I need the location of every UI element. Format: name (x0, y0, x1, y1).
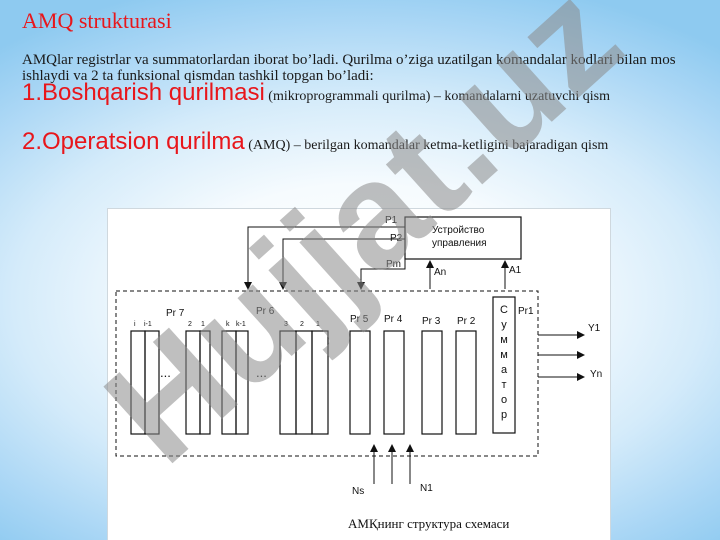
ellipsis: ... (160, 365, 171, 380)
signal-p1: P1 (385, 215, 398, 226)
bit-label: 1 (316, 321, 320, 328)
bit-label: 2 (300, 321, 304, 328)
feedback-lines: An A1 (426, 260, 522, 289)
register-pr2-box (455, 330, 477, 435)
register-pr3-box (421, 330, 443, 435)
control-unit-box: Устройство управления (404, 216, 522, 260)
item-heading: 2.Operatsion qurilma (22, 128, 245, 155)
register-pr6-cells (221, 330, 329, 435)
input-ns: Ns (352, 486, 364, 497)
intro-paragraph: AMQlar registrlar va summatorlardan ibor… (22, 52, 676, 84)
register-pr4-box (383, 330, 405, 435)
register-pr1: Pr1 (518, 306, 534, 317)
output-y1: Y1 (588, 323, 601, 334)
bit-label: k (226, 321, 230, 328)
item-text: (AMQ) – berilgan komandalar ketma-ketlig… (244, 138, 609, 153)
register-pr7: Pr 7 (166, 308, 185, 319)
signal-p2: P2 (390, 233, 403, 244)
slide-title: AMQ strukturasi (22, 8, 172, 33)
list-item-operational-unit: 2.Operatsion qurilma (AMQ) – berilgan ko… (22, 130, 712, 155)
input-n1: N1 (420, 483, 433, 494)
control-unit-label-1: Устройство (432, 225, 485, 236)
register-pr6: Pr 6 (256, 306, 275, 317)
control-signal-lines: P1 P2 Pm (244, 215, 406, 290)
bit-label: k-1 (236, 321, 246, 328)
amq-structure-diagram: Устройство управления P1 P2 Pm An A1 Pr … (108, 209, 610, 540)
register-pr3: Pr 3 (422, 316, 441, 327)
output-arrows: Y1 Yn (538, 323, 602, 381)
register-pr2: Pr 2 (457, 316, 476, 327)
register-pr4: Pr 4 (384, 314, 403, 325)
diagram-caption: АМҚнинг структура схемаси (348, 516, 509, 531)
output-yn: Yn (590, 369, 602, 380)
input-arrows: Ns N1 (352, 444, 433, 497)
register-pr5-box (349, 330, 371, 435)
register-pr7-cells (130, 330, 211, 435)
bit-label: i (134, 321, 136, 328)
bit-label: 1 (201, 321, 205, 328)
ellipsis: ... (256, 365, 267, 380)
register-pr5: Pr 5 (350, 314, 369, 325)
bit-label: 2 (188, 321, 192, 328)
signal-a1: A1 (509, 265, 522, 276)
control-unit-label-2: управления (432, 238, 487, 249)
item-heading: 1.Boshqarish qurilmasi (22, 79, 265, 106)
signal-pm: Pm (386, 259, 401, 270)
bit-label: 3 (284, 321, 288, 328)
list-item-control-unit: 1.Boshqarish qurilmasi (mikroprogrammali… (22, 81, 712, 106)
operational-unit-boundary (115, 290, 539, 457)
bit-label: i-1 (144, 321, 152, 328)
item-text: (mikroprogrammali qurilma) – komandalarn… (264, 89, 611, 104)
signal-an: An (434, 267, 446, 278)
